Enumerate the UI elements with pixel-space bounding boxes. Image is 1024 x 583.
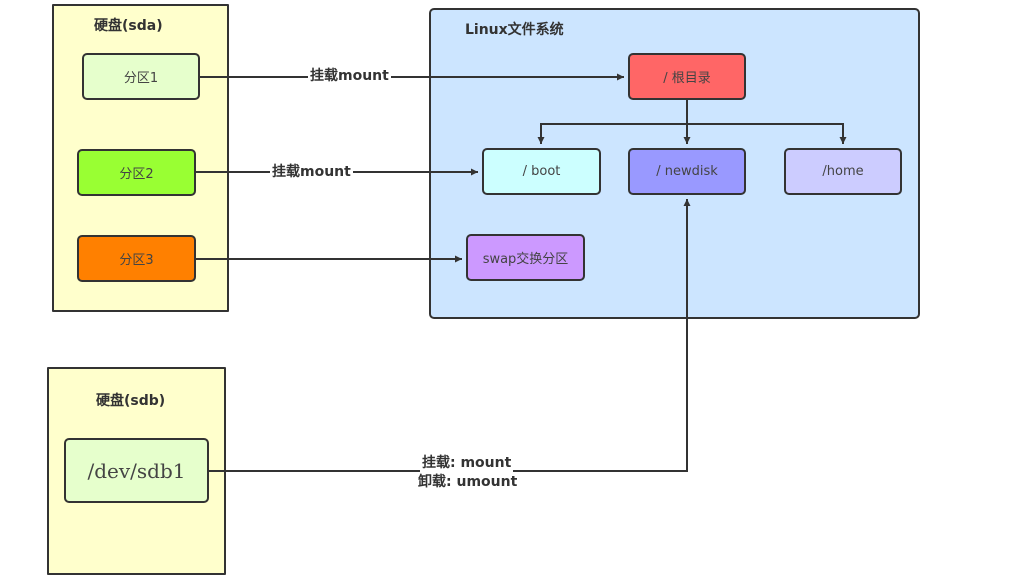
edge-label-sdb1-mount: 挂载: mount <box>420 455 514 472</box>
edge-label-sdb1-umount: 卸载: umount <box>418 474 518 490</box>
partition-3[interactable]: 分区3 <box>77 235 196 282</box>
sdb1-partition[interactable]: /dev/sdb1 <box>64 438 209 503</box>
edge-label-p1-mount: 挂载mount <box>308 68 391 85</box>
disk-sdb-title: 硬盘(sdb) <box>96 393 166 409</box>
root-dir[interactable]: / 根目录 <box>628 53 746 100</box>
boot-dir[interactable]: / boot <box>482 148 601 195</box>
partition-2[interactable]: 分区2 <box>77 149 196 196</box>
newdisk-dir[interactable]: / newdisk <box>628 148 746 195</box>
swap-partition[interactable]: swap交换分区 <box>466 234 585 281</box>
home-dir[interactable]: /home <box>784 148 902 195</box>
linux-fs-title: Linux文件系统 <box>465 22 564 38</box>
edge-label-p2-mount: 挂载mount <box>270 164 353 181</box>
disk-sda-title: 硬盘(sda) <box>94 18 163 34</box>
partition-1[interactable]: 分区1 <box>82 53 200 100</box>
